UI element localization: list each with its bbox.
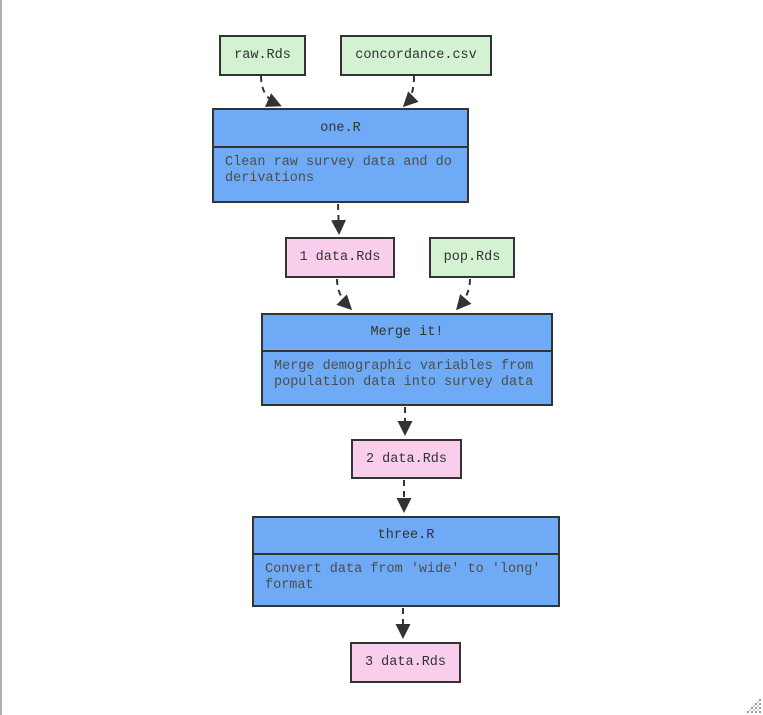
node-title: three.R (254, 518, 558, 555)
node-label: raw.Rds (234, 48, 291, 63)
node-label: 1 data.Rds (299, 250, 381, 265)
resize-grip-icon[interactable] (747, 699, 762, 714)
edge-conc-to-one (402, 75, 419, 108)
edge-raw-to-one (260, 75, 282, 107)
node-label: 3 data.Rds (364, 655, 446, 670)
node-description: Merge demographic variables from populat… (274, 359, 534, 390)
node-2-data-rds: 2 data.Rds (351, 439, 462, 479)
node-raw-rds: raw.Rds (219, 35, 306, 76)
node-label: concordance.csv (355, 48, 477, 63)
node-1-data-rds: 1 data.Rds (285, 237, 395, 278)
node-label: pop.Rds (443, 250, 501, 265)
node-one-r: one.R Clean raw survey data and do deriv… (212, 108, 469, 203)
node-description: Clean raw survey data and do derivations (225, 155, 452, 186)
node-description: Convert data from 'wide' to 'long' forma… (265, 562, 541, 593)
node-three-r: three.R Convert data from 'wide' to 'lon… (252, 516, 560, 607)
edge-pop-to-merge (456, 278, 472, 311)
edge-data1-to-merge (336, 278, 353, 311)
node-concordance-csv: concordance.csv (340, 35, 492, 76)
node-merge-it: Merge it! Merge demographic variables fr… (261, 313, 553, 406)
node-pop-rds: pop.Rds (429, 237, 515, 278)
node-3-data-rds: 3 data.Rds (350, 642, 461, 683)
node-label: 2 data.Rds (365, 451, 447, 467)
edge-one-to-data1 (331, 203, 347, 235)
node-title: one.R (214, 110, 467, 148)
node-title: Merge it! (263, 315, 551, 352)
